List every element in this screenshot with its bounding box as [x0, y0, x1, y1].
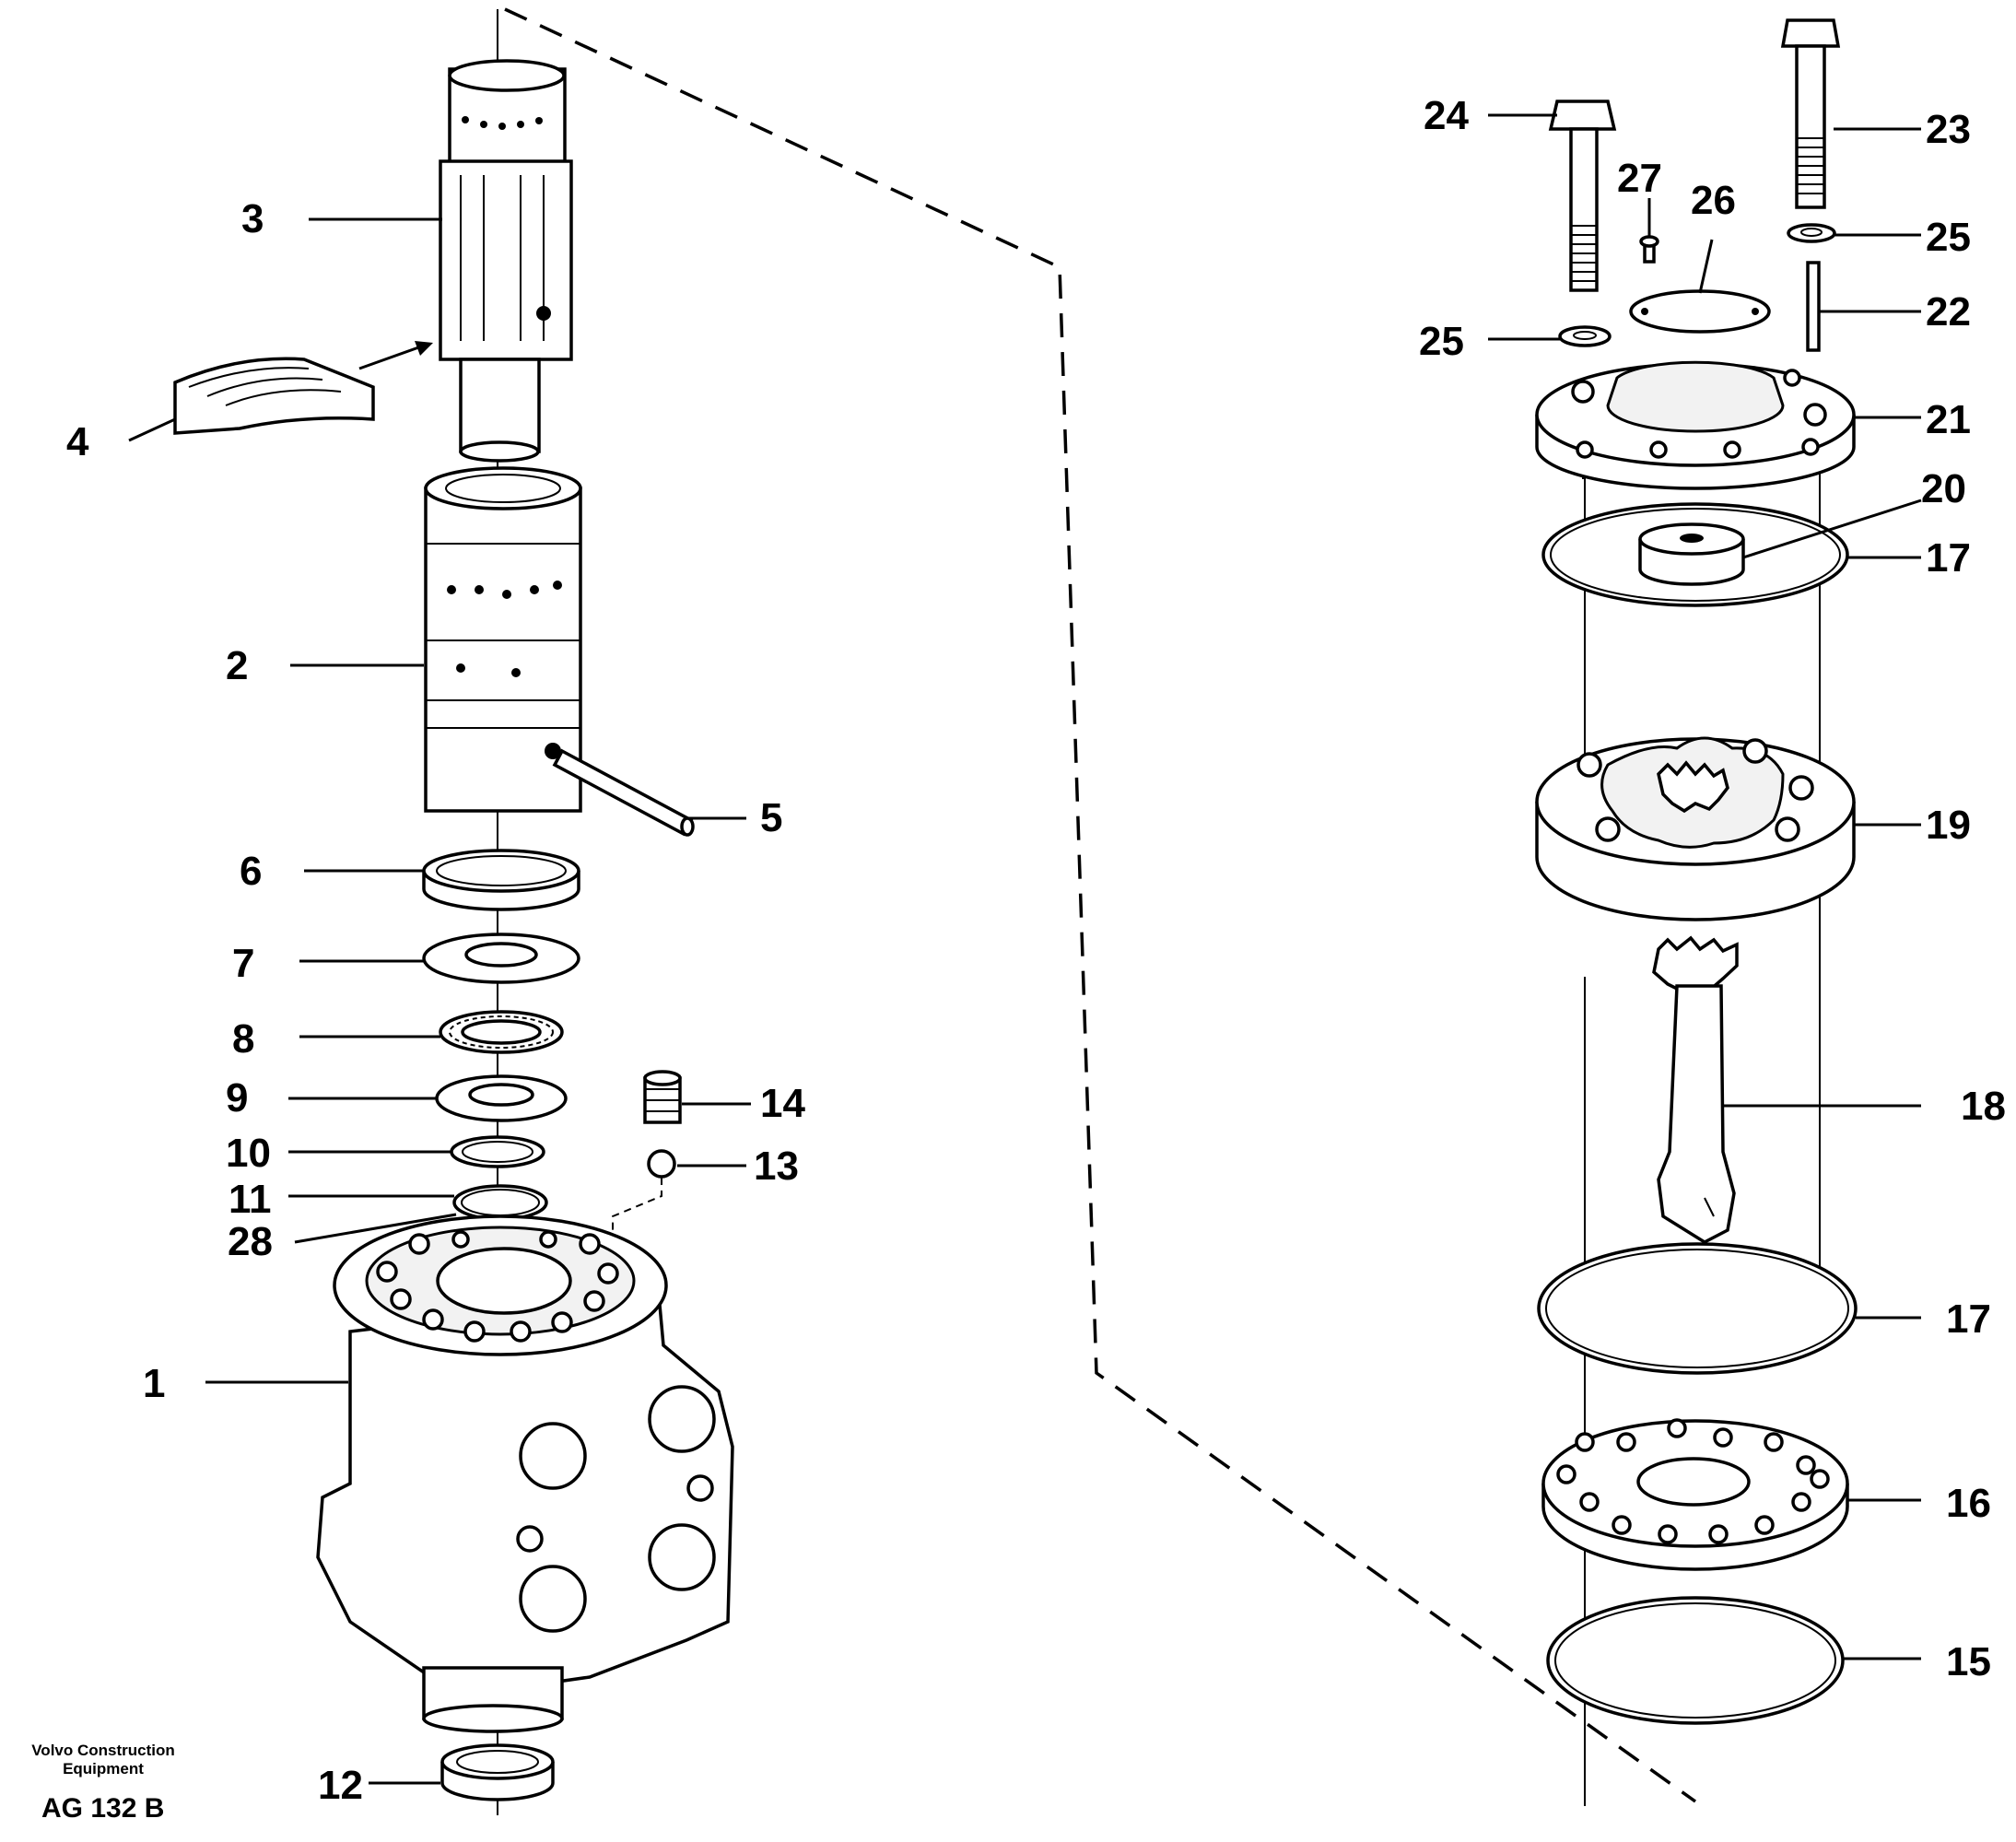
callout-2: 2: [226, 643, 248, 688]
callout-1: 1: [143, 1361, 165, 1406]
caption-company-line1: Volvo Construction: [31, 1742, 175, 1759]
callout-4: 4: [66, 419, 89, 464]
part-13-ball: [647, 1149, 676, 1179]
part-1-housing: [316, 1214, 734, 1733]
part-24-bolt: [1548, 100, 1617, 292]
part-8-needle-bearing: [439, 1010, 564, 1054]
callout-12: 12: [318, 1763, 363, 1808]
callout-28: 28: [228, 1219, 273, 1264]
callout-7: 7: [232, 941, 254, 986]
part-3-spool: [439, 59, 573, 463]
callout-24: 24: [1424, 93, 1469, 138]
callout-25-right: 25: [1926, 215, 1971, 260]
part-9-washer: [435, 1074, 568, 1122]
callout-11: 11: [229, 1177, 272, 1222]
part-5-pin: [552, 748, 695, 837]
callout-14: 14: [760, 1081, 805, 1126]
callout-27: 27: [1617, 156, 1662, 201]
part-19-gear-set: [1535, 736, 1856, 921]
part-25-washer-left: [1558, 325, 1612, 347]
callout-5: 5: [760, 795, 782, 840]
ball-path-dashed: [612, 1178, 662, 1272]
callout-6: 6: [240, 849, 262, 894]
part-10-ring: [450, 1135, 545, 1168]
leader-4: [128, 417, 176, 442]
part-18-drive-shaft: [1652, 935, 1739, 1245]
callout-20: 20: [1921, 466, 1966, 511]
callout-3: 3: [241, 196, 264, 241]
part-14-plug: [643, 1070, 682, 1124]
part-17-o-ring-lower: [1537, 1242, 1858, 1375]
caption-drawing-code: AG 132 B: [41, 1793, 164, 1824]
part-26-cover-plate: [1629, 289, 1771, 334]
callout-17-upper: 17: [1926, 535, 1971, 581]
part-7-washer: [422, 933, 580, 984]
callout-17-lower: 17: [1946, 1296, 1991, 1342]
callout-26: 26: [1691, 178, 1736, 223]
part-4-centering-springs: [173, 341, 433, 435]
part-16-distributor-plate: [1541, 1418, 1849, 1571]
part-2-sleeve: [424, 466, 582, 813]
callout-10: 10: [226, 1131, 271, 1176]
leader-26: [1698, 239, 1714, 294]
callout-23: 23: [1926, 107, 1971, 152]
part-25-washer-right: [1787, 223, 1836, 243]
assembly-boundary-dashed-line: [504, 7, 1697, 1803]
callout-19: 19: [1926, 803, 1971, 848]
part-20-spacer: [1638, 522, 1745, 586]
part-23-bolt: [1780, 18, 1841, 209]
part-6-ring: [422, 849, 580, 911]
callout-18: 18: [1961, 1084, 2006, 1129]
part-11-o-ring: [452, 1184, 548, 1221]
callout-8: 8: [232, 1016, 254, 1062]
callout-9: 9: [226, 1075, 248, 1120]
caption-company-line2: Equipment: [63, 1760, 144, 1777]
part-22-pin: [1806, 261, 1821, 352]
part-21-end-cover: [1535, 360, 1856, 490]
part-15-o-ring: [1546, 1596, 1845, 1725]
part-12-ring: [440, 1743, 555, 1801]
callout-21: 21: [1926, 397, 1971, 442]
callout-25-left: 25: [1419, 319, 1464, 364]
part-27-screw: [1639, 235, 1659, 264]
callout-15: 15: [1946, 1639, 1991, 1684]
callout-16: 16: [1946, 1481, 1991, 1526]
leader-28: [294, 1213, 457, 1244]
callout-22: 22: [1926, 289, 1971, 334]
leader-20: [1742, 499, 1922, 559]
callout-13: 13: [754, 1144, 799, 1189]
